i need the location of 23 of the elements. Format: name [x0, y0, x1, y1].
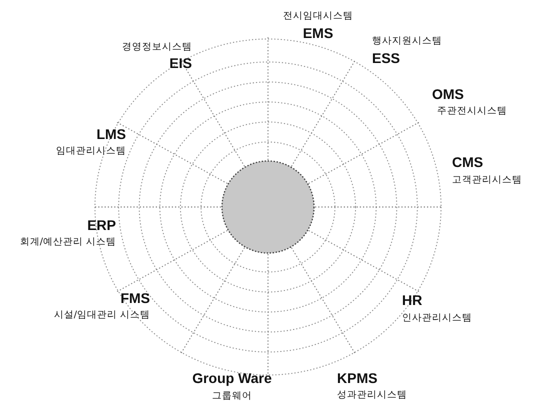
system-description: 임대관리시스템	[56, 146, 126, 156]
system-name: ERP	[87, 218, 116, 232]
system-name: OMS	[432, 87, 464, 101]
system-name: LMS	[96, 127, 126, 141]
system-name: ESS	[372, 51, 400, 65]
system-description: 고객관리시스템	[452, 175, 522, 185]
system-description: 행사지원시스템	[372, 36, 442, 46]
system-description: 인사관리시스템	[402, 313, 472, 323]
system-name: Group Ware	[192, 371, 272, 385]
system-name: CMS	[452, 155, 484, 169]
system-description: 시설/임대관리 시스템	[54, 310, 150, 320]
system-description: 회계/예산관리 시스템	[20, 237, 116, 247]
system-name: HR	[402, 293, 422, 307]
system-name: FMS	[120, 291, 150, 305]
hub-circle	[221, 160, 315, 254]
system-description: 전시임대시스템	[283, 11, 353, 21]
system-name: EMS	[302, 26, 334, 40]
system-description: 경영정보시스템	[122, 42, 192, 52]
system-description: 그룹웨어	[212, 391, 252, 401]
system-name: KPMS	[337, 371, 378, 385]
system-description: 주관전시시스템	[437, 106, 507, 116]
system-name: EIS	[169, 56, 192, 70]
system-description: 성과관리시스템	[337, 390, 407, 400]
